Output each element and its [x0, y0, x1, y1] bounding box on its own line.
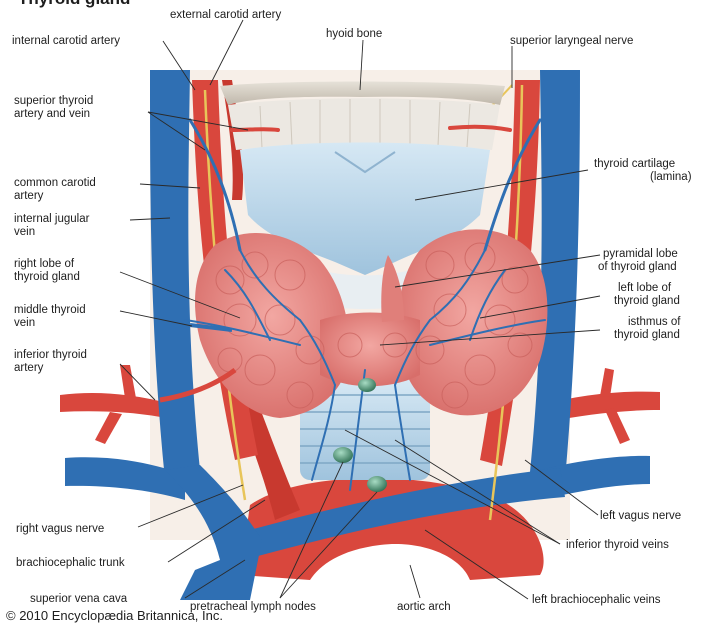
left-artery-branch-up	[600, 368, 614, 397]
label-right-vagus-nerve: right vagus nerve	[16, 523, 104, 535]
label-inferior-thyroid-artery-line1: inferior thyroid	[14, 349, 87, 361]
label-common-carotid-line1: common carotid	[14, 177, 96, 189]
lymph-node-2	[333, 447, 353, 463]
label-left-brachiocephalic-veins: left brachiocephalic veins	[532, 594, 661, 606]
label-left-vagus-nerve: left vagus nerve	[600, 510, 681, 522]
label-thyroid-cartilage-line2: (lamina)	[650, 171, 692, 183]
label-aortic-arch: aortic arch	[397, 601, 451, 613]
isthmus-shape	[320, 313, 420, 387]
label-inferior-thyroid-veins: inferior thyroid veins	[566, 539, 669, 551]
label-pyramidal-lobe-line1: pyramidal lobe	[603, 248, 678, 260]
label-superior-laryngeal-nerve: superior laryngeal nerve	[510, 35, 633, 47]
label-external-carotid-artery: external carotid artery	[170, 9, 281, 21]
left-artery-branch-down	[605, 408, 630, 444]
label-hyoid-bone: hyoid bone	[326, 28, 382, 40]
label-left-lobe-line2: thyroid gland	[614, 295, 680, 307]
label-pyramidal-lobe-line2: of thyroid gland	[598, 261, 677, 273]
label-isthmus-line1: isthmus of	[628, 316, 681, 328]
right-artery-branch-down	[95, 412, 122, 444]
label-superior-thyroid-line2: artery and vein	[14, 108, 90, 120]
label-superior-thyroid-line1: superior thyroid	[14, 95, 93, 107]
thyrohyoid-membrane	[228, 98, 500, 150]
lymph-node-3	[367, 476, 387, 492]
label-thyroid-cartilage-line1: thyroid cartilage	[594, 158, 675, 170]
right-artery-branch-up	[120, 365, 136, 398]
label-internal-carotid-artery: internal carotid artery	[12, 35, 120, 47]
label-superior-vena-cava: superior vena cava	[30, 593, 128, 605]
label-isthmus-line2: thyroid gland	[614, 329, 680, 341]
label-middle-thyroid-line2: vein	[14, 317, 35, 329]
label-internal-jugular-line2: vein	[14, 226, 35, 238]
copyright-notice: © 2010 Encyclopædia Britannica, Inc.	[6, 608, 223, 623]
label-brachiocephalic-trunk: brachiocephalic trunk	[16, 557, 125, 569]
label-right-lobe-line2: thyroid gland	[14, 271, 80, 283]
label-right-lobe-line1: right lobe of	[14, 258, 75, 270]
label-middle-thyroid-line1: middle thyroid	[14, 304, 86, 316]
label-internal-jugular-line1: internal jugular	[14, 213, 90, 225]
diagram-title: Thyroid gland	[18, 0, 130, 8]
lymph-node-1	[358, 378, 376, 392]
label-inferior-thyroid-artery-line2: artery	[14, 362, 44, 374]
label-common-carotid-line2: artery	[14, 190, 44, 202]
label-left-lobe-line1: left lobe of	[618, 282, 672, 294]
